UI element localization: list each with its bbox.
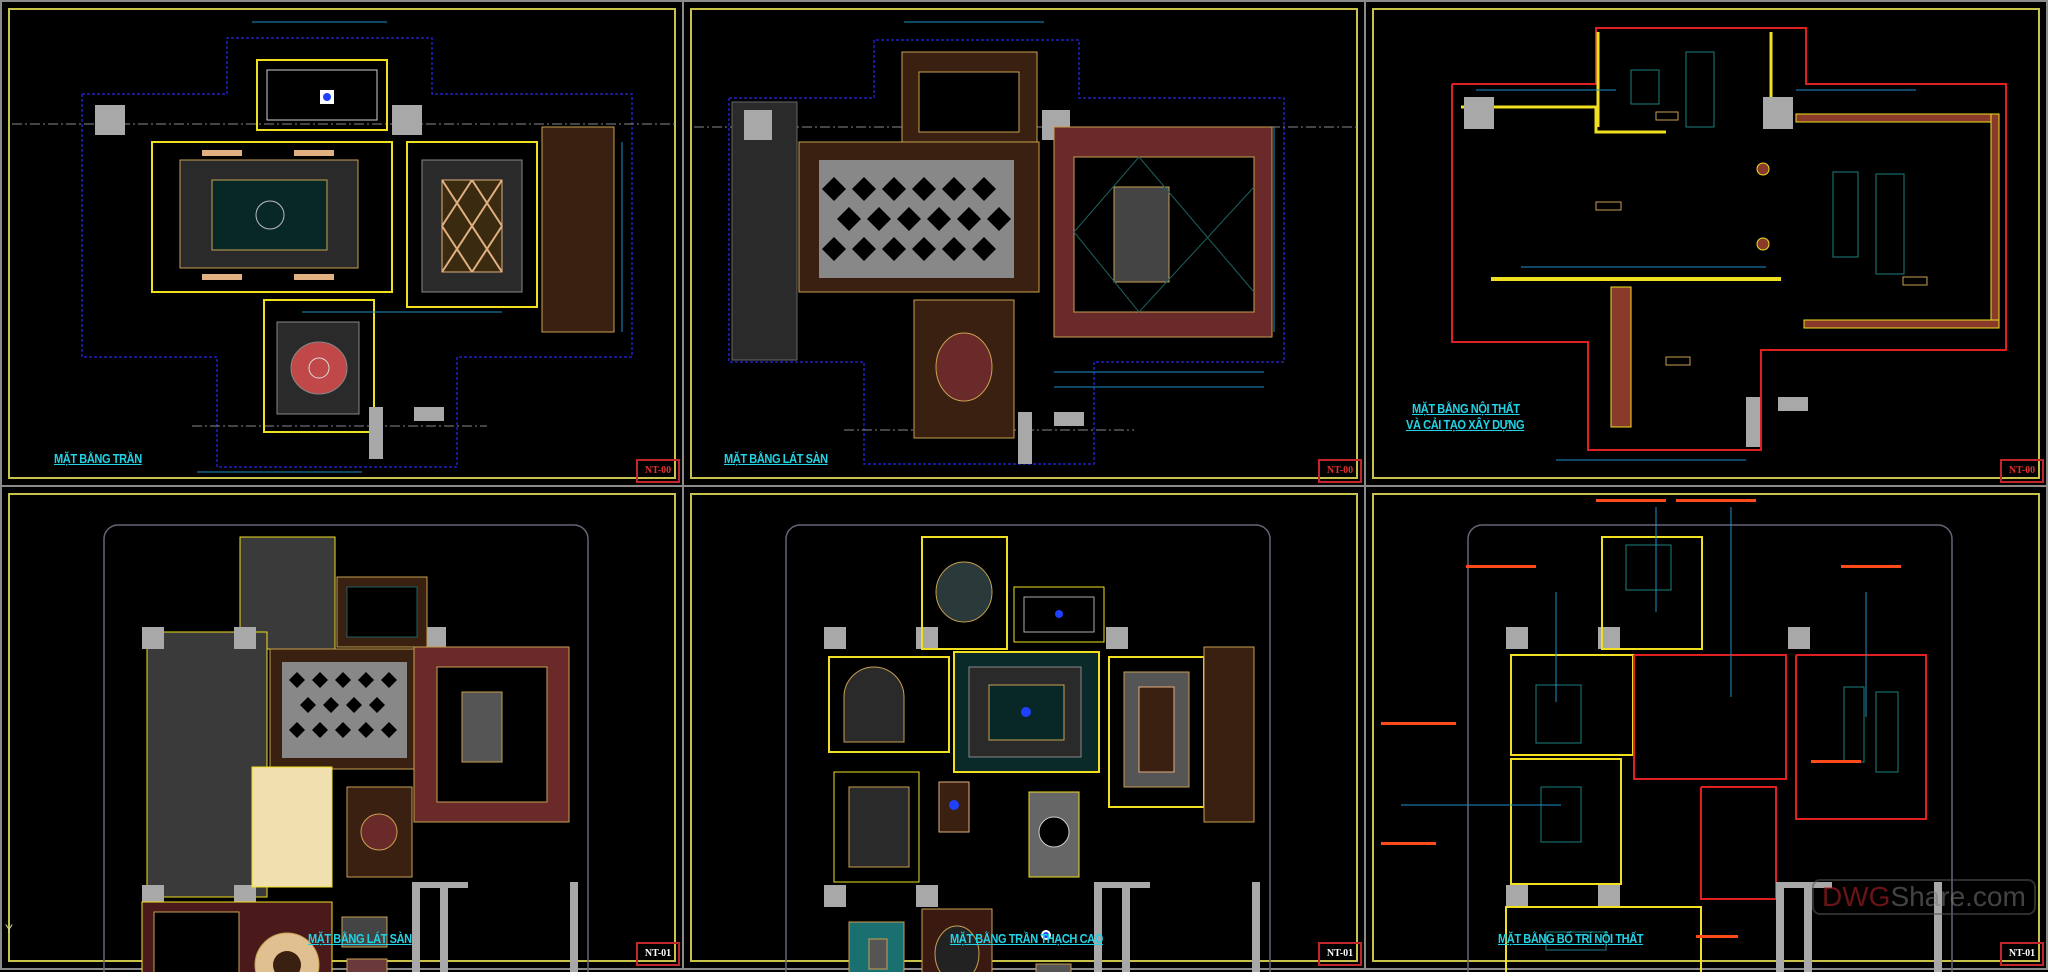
- sheet-floor-tiling-plan-2: MẶT BẰNG LÁT SÀN NT-01 Y: [0, 485, 684, 972]
- watermark-dwg-text: DWG: [1822, 881, 1891, 912]
- watermark-share-text: Share.com: [1890, 881, 2026, 912]
- sheet-title: MẶT BẰNG BỐ TRÍ NỘI THẤT: [1498, 931, 1644, 946]
- sheet-code: NT-00: [1318, 459, 1362, 483]
- sheet-title: MẶT BẰNG TRẦN THẠCH CAO: [950, 931, 1103, 946]
- sheet-title: MẶT BẰNG TRẦN: [54, 451, 142, 466]
- sheet-gypsum-ceiling-plan: MẶT BẰNG TRẦN THẠCH CAO NT-01: [682, 485, 1366, 972]
- sheet-interior-renovation-plan: MẶT BẰNG NỘI THẤT VÀ CẢI TẠO XÂY DỰNG NT…: [1364, 0, 2048, 487]
- sheet-code: NT-01: [1318, 942, 1362, 966]
- sheet-code: NT-00: [2000, 459, 2044, 483]
- ceiling-plan-drawing: [12, 21, 677, 473]
- sheet-floor-tiling-plan: MẶT BẰNG LÁT SÀN NT-00: [682, 0, 1366, 487]
- furniture-layout-drawing: [1381, 499, 1953, 972]
- sheet-title-line1: MẶT BẰNG NỘI THẤT: [1412, 401, 1520, 416]
- floor-tiling-drawing-2: [103, 524, 589, 972]
- watermark-logo: DWGShare.com: [1812, 879, 2036, 915]
- sheet-frame: [1372, 493, 2040, 962]
- sheet-title: MẶT BẰNG LÁT SÀN: [308, 931, 412, 946]
- sheet-frame: [1372, 8, 2040, 479]
- sheet-title-line2: VÀ CẢI TẠO XÂY DỰNG: [1406, 417, 1525, 432]
- gypsum-ceiling-drawing: [785, 524, 1271, 972]
- sheet-frame: [8, 493, 676, 962]
- sheet-frame: [690, 493, 1358, 962]
- sheet-frame: [690, 8, 1358, 479]
- ucs-y-axis-icon: Y: [5, 922, 14, 936]
- sheet-code: NT-00: [636, 459, 680, 483]
- floor-tiling-drawing: [694, 21, 1359, 465]
- sheet-code: NT-01: [636, 942, 680, 966]
- interior-renovation-drawing: [1451, 27, 2007, 461]
- sheet-furniture-layout-plan: MẶT BẰNG BỐ TRÍ NỘI THẤT NT-01 DWGShare.…: [1364, 485, 2048, 972]
- sheet-ceiling-plan: MẶT BẰNG TRẦN NT-00: [0, 0, 684, 487]
- sheet-frame: [8, 8, 676, 479]
- sheet-title: MẶT BẰNG LÁT SÀN: [724, 451, 828, 466]
- sheet-code: NT-01: [2000, 942, 2044, 966]
